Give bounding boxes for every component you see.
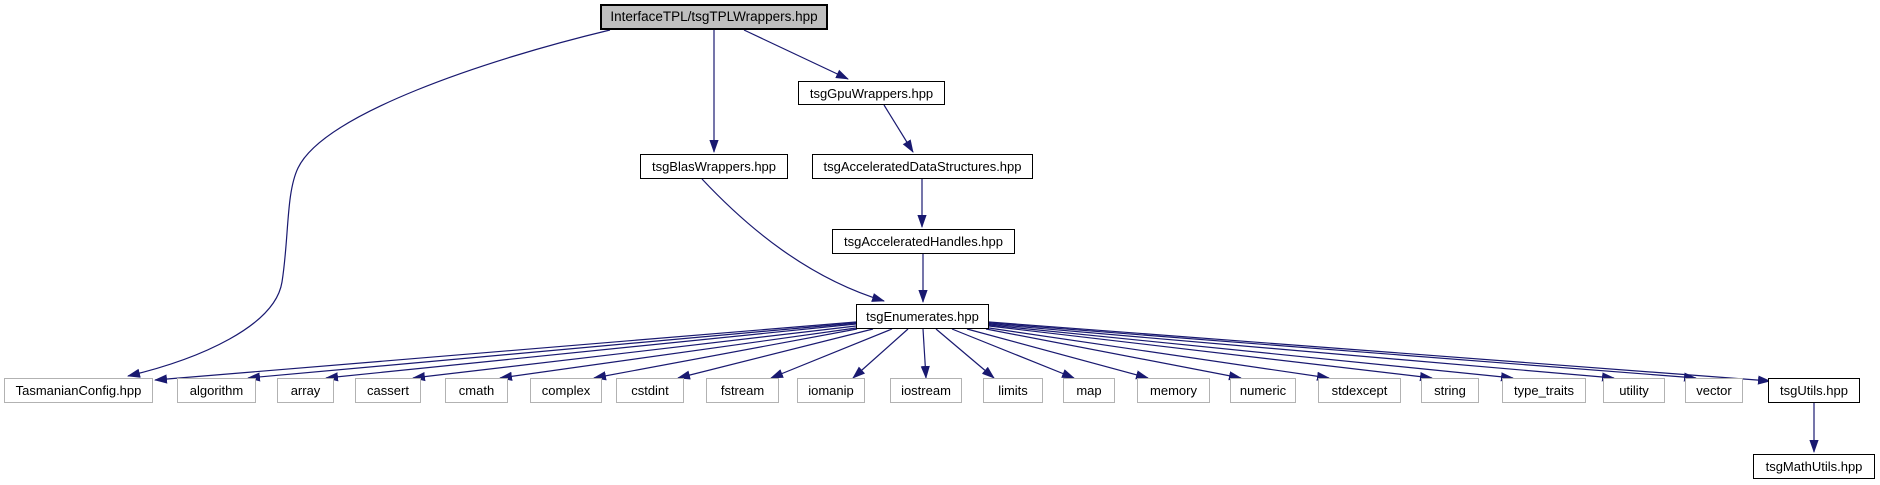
edge-enum-to-tasmanianconfig xyxy=(154,321,857,384)
node-iostream: iostream xyxy=(890,378,962,403)
edge-enum-to-map xyxy=(951,328,1075,379)
edge-blas-to-enum xyxy=(701,178,885,302)
edge-enum-to-iomanip xyxy=(852,328,909,379)
edge-enum-to-vector xyxy=(988,322,1697,382)
edge-enum-to-limits xyxy=(935,328,995,379)
edge-enum-to-fstream xyxy=(770,328,893,379)
node-blas[interactable]: tsgBlasWrappers.hpp xyxy=(640,154,788,179)
edge-enum-to-memory xyxy=(966,328,1149,380)
edge-enum-to-complex xyxy=(593,328,858,381)
node-vector: vector xyxy=(1685,378,1743,403)
node-stdexcept: stdexcept xyxy=(1318,378,1401,403)
node-cstdint: cstdint xyxy=(616,378,684,403)
edge-enum-to-array xyxy=(325,323,857,382)
edge-root-to-tasmanianconfig xyxy=(127,29,611,378)
node-utility: utility xyxy=(1603,378,1665,403)
edge-enum-to-iostream xyxy=(920,328,930,379)
edge-enum-to-cstdint xyxy=(677,328,874,380)
edge-gpu-to-ads xyxy=(883,104,914,153)
node-ah[interactable]: tsgAcceleratedHandles.hpp xyxy=(832,229,1015,254)
node-root: InterfaceTPL/tsgTPLWrappers.hpp xyxy=(600,4,828,30)
node-type_traits: type_traits xyxy=(1502,378,1586,403)
edge-enum-to-algorithm xyxy=(247,322,857,382)
node-array: array xyxy=(277,378,334,403)
node-cmath: cmath xyxy=(445,378,508,403)
edge-enum-to-stdexcept xyxy=(988,327,1330,381)
node-algorithm: algorithm xyxy=(177,378,256,403)
node-ads[interactable]: tsgAcceleratedDataStructures.hpp xyxy=(812,154,1033,179)
node-string: string xyxy=(1421,378,1479,403)
edge-enum-to-utility xyxy=(988,323,1615,382)
node-gpu[interactable]: tsgGpuWrappers.hpp xyxy=(798,81,945,105)
edge-enum-to-type_traits xyxy=(988,324,1514,382)
node-cassert: cassert xyxy=(355,378,421,403)
node-complex: complex xyxy=(530,378,602,403)
edge-enum-to-tsgutils xyxy=(988,321,1771,385)
node-numeric: numeric xyxy=(1230,378,1296,403)
node-tsgutils[interactable]: tsgUtils.hpp xyxy=(1768,378,1860,403)
node-enum[interactable]: tsgEnumerates.hpp xyxy=(856,304,989,329)
node-tsgmathutils[interactable]: tsgMathUtils.hpp xyxy=(1753,454,1875,479)
edge-root-to-gpu xyxy=(743,29,849,80)
node-limits: limits xyxy=(983,378,1043,403)
node-iomanip: iomanip xyxy=(797,378,865,403)
node-map: map xyxy=(1063,378,1115,403)
node-tasmanianconfig: TasmanianConfig.hpp xyxy=(4,378,153,403)
node-memory: memory xyxy=(1137,378,1210,403)
edge-enum-to-numeric xyxy=(985,328,1242,381)
edge-group xyxy=(127,29,1819,453)
edge-enum-to-cassert xyxy=(412,325,857,382)
edge-enum-to-cmath xyxy=(499,327,857,381)
node-fstream: fstream xyxy=(706,378,779,403)
edge-enum-to-string xyxy=(988,325,1433,382)
